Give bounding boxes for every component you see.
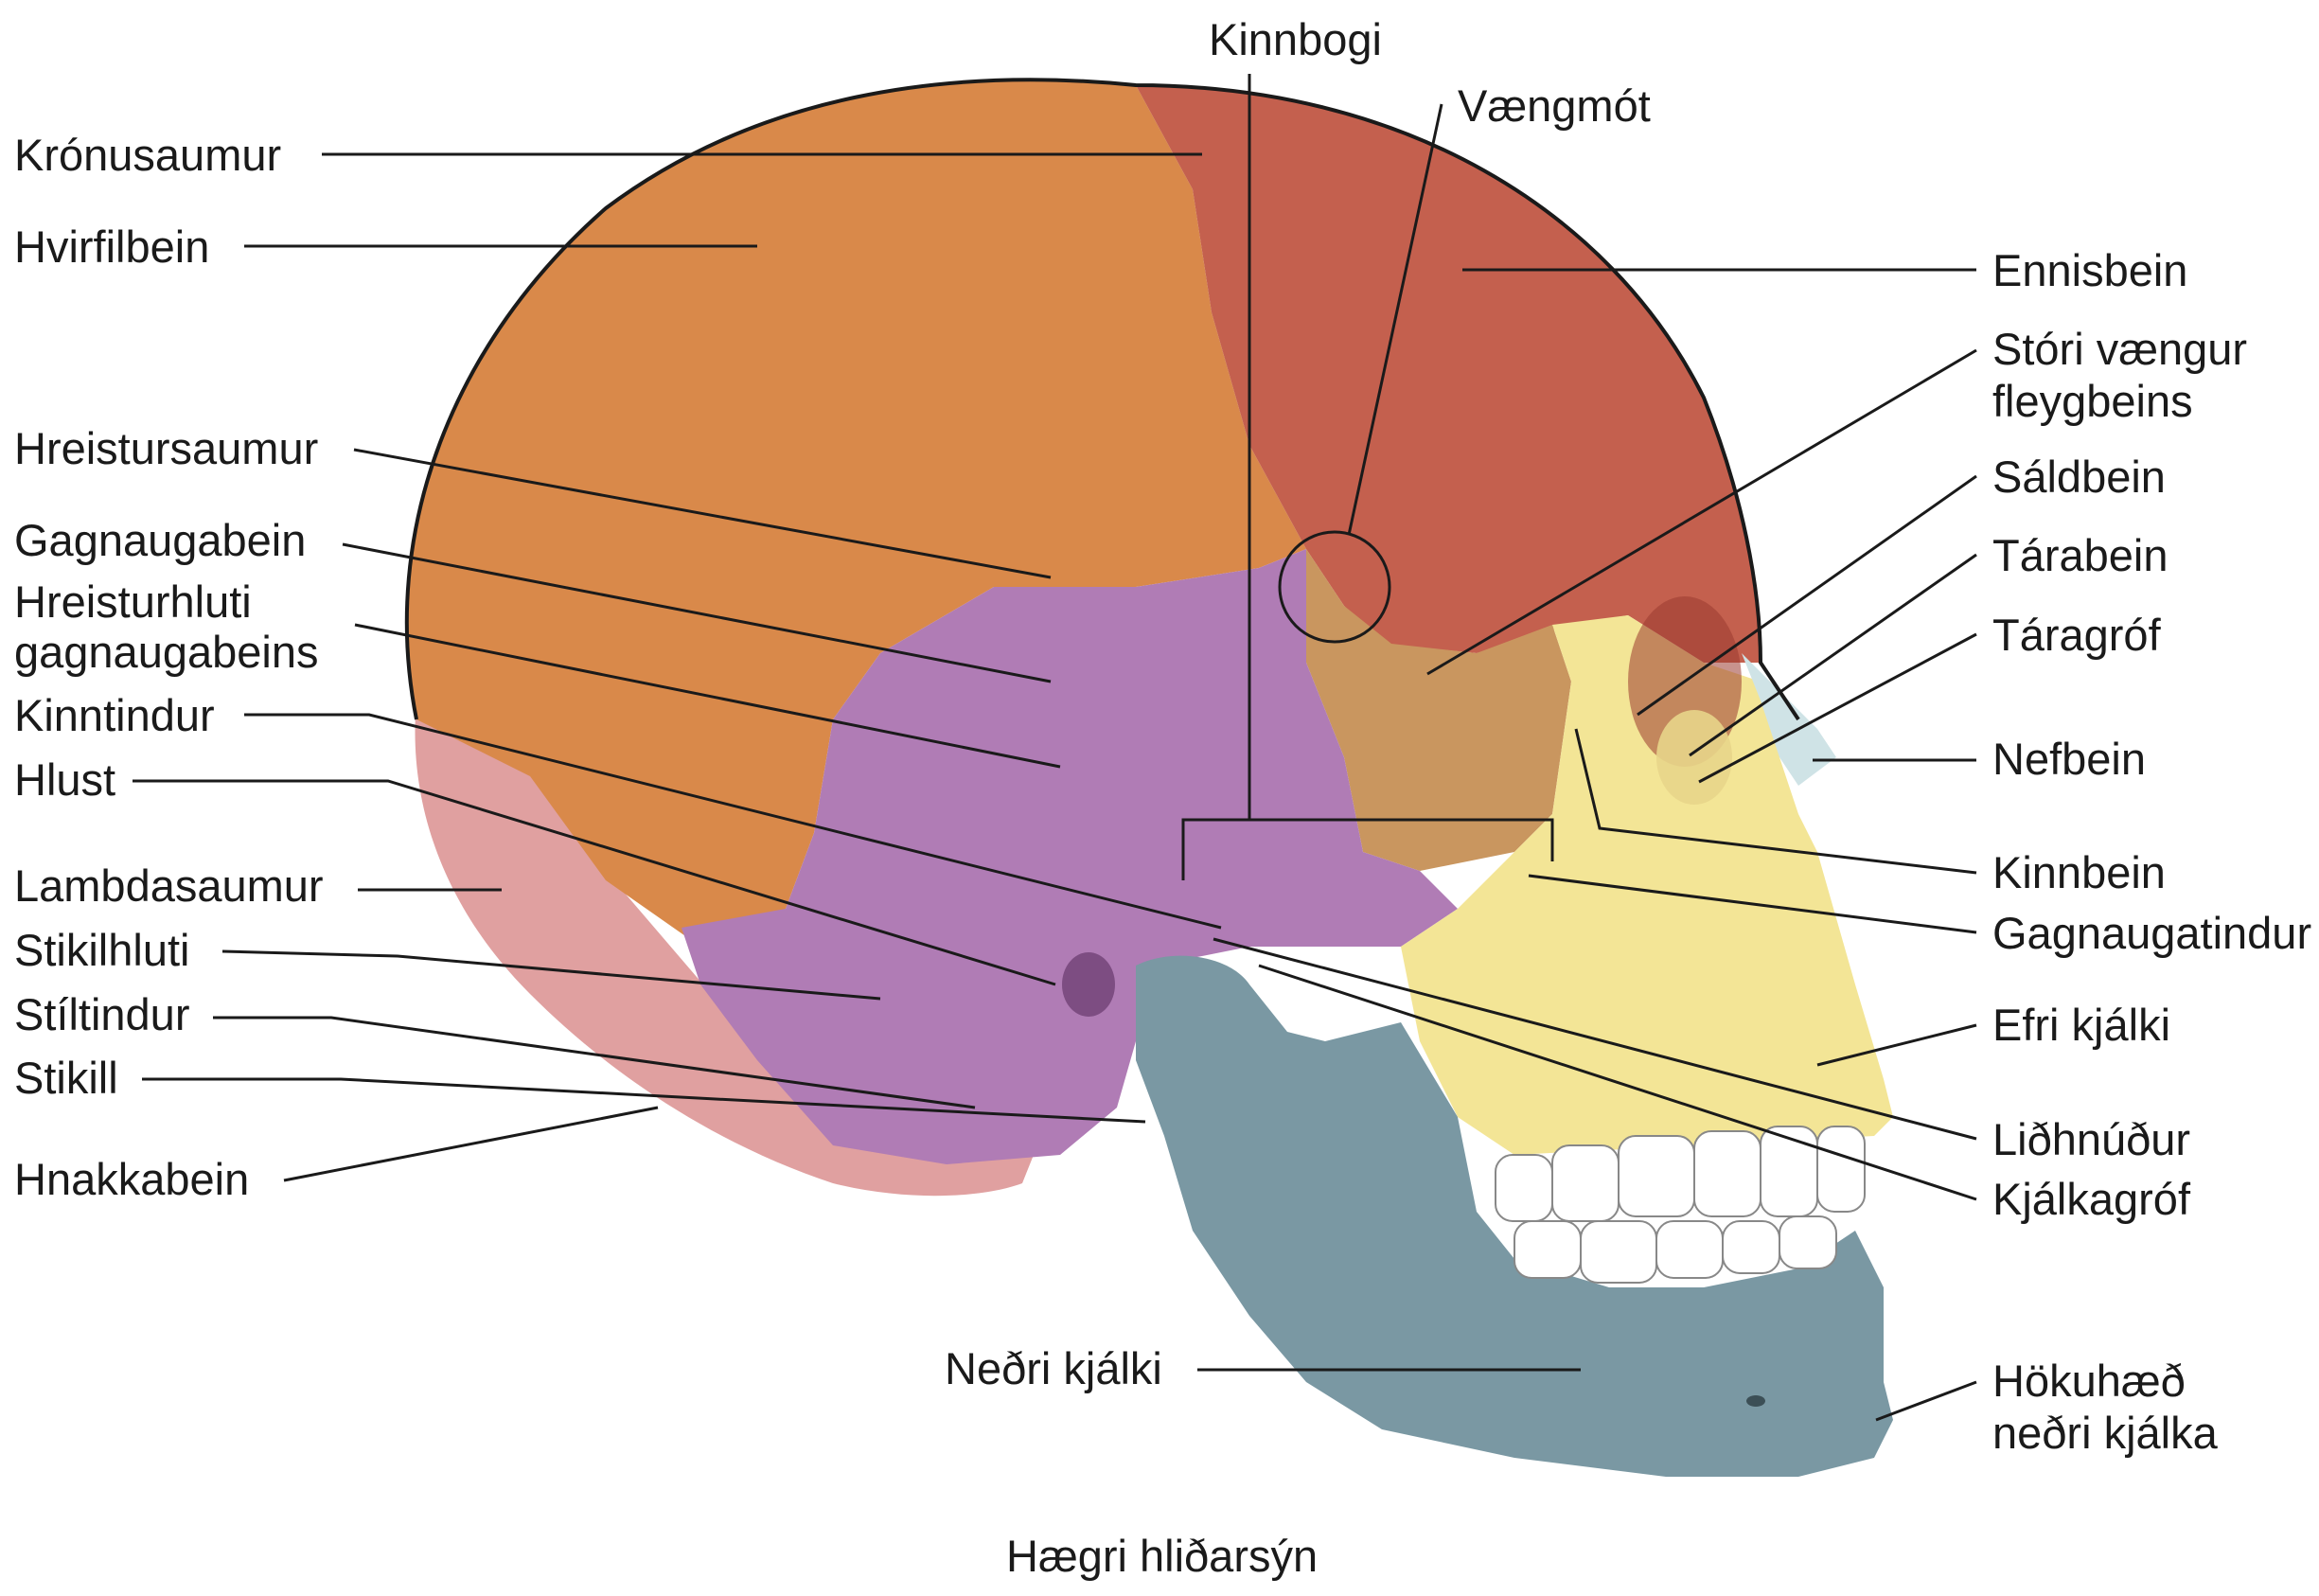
leader-taragrof <box>1698 632 1977 784</box>
leader-kinntindur <box>244 713 1222 930</box>
leader-hlust <box>133 779 1056 986</box>
label-hokuhaed-1: Hökuhæð <box>1992 1356 2186 1406</box>
leader-gagnaugatindur <box>1528 874 1977 934</box>
leader-kinnbein <box>1574 728 1977 875</box>
label-hokuhaed-2: neðri kjálka <box>1992 1408 2219 1458</box>
tooth <box>1760 1126 1818 1217</box>
labels: Kinnbogi Vængmót Krónusaumur Hvirfilbein… <box>14 14 2311 1581</box>
ear-canal <box>1062 952 1115 1017</box>
mental-foramen <box>1746 1395 1765 1407</box>
label-hlust: Hlust <box>14 754 115 805</box>
tooth <box>1779 1215 1837 1269</box>
label-efri-kjalki: Efri kjálki <box>1992 1000 2170 1050</box>
leader-stikill <box>142 1077 1146 1124</box>
label-lidhnudur: Liðhnúður <box>1992 1114 2190 1164</box>
leader-hokuhaed <box>1875 1380 1977 1422</box>
temporal-bone <box>682 549 1458 1164</box>
leader-hreistursaumur <box>353 448 1052 579</box>
leader-efri-kjalki <box>1816 1023 1977 1067</box>
teeth <box>1495 1126 1866 1284</box>
label-stori-vaengur-2: fleygbeins <box>1992 376 2193 426</box>
label-nedri-kjalki: Neðri kjálki <box>945 1343 1162 1393</box>
label-kinnbogi: Kinnbogi <box>1209 14 1382 64</box>
leader-kjalkagrof <box>1258 964 1977 1201</box>
label-saldbein: Sáldbein <box>1992 452 2166 502</box>
label-hreisturhluti-2: gagnaugabeins <box>14 627 318 677</box>
label-nefbein: Nefbein <box>1992 734 2146 784</box>
label-tarabein: Tárabein <box>1992 530 2169 580</box>
caption: Hægri hliðarsýn <box>1006 1531 1318 1581</box>
mandible-bone <box>1136 955 1893 1477</box>
tooth <box>1693 1130 1761 1217</box>
tooth <box>1655 1220 1724 1279</box>
label-gagnaugatindur: Gagnaugatindur <box>1992 908 2311 958</box>
parietal-bone <box>406 80 1306 947</box>
leader-stikilhluti <box>221 949 881 1001</box>
tooth <box>1495 1154 1553 1222</box>
label-kronusaumur: Krónusaumur <box>14 130 281 180</box>
label-hnakkabein: Hnakkabein <box>14 1154 249 1204</box>
leader-stiltindur <box>213 1016 976 1109</box>
label-vaengmot: Vængmót <box>1458 80 1651 131</box>
leader-kinnbogi-bracket <box>1249 818 1554 861</box>
leader-vaengmot <box>1347 103 1443 536</box>
label-stiltindur: Stíltindur <box>14 989 189 1039</box>
leader-kinnbogi <box>1181 74 1251 880</box>
tooth <box>1514 1220 1582 1279</box>
label-lambdasaumur: Lambdasaumur <box>14 860 324 911</box>
leader-hnakkabein <box>283 1106 659 1182</box>
skull-outline <box>404 78 1800 721</box>
leader-saldbein <box>1637 474 1977 717</box>
label-kinnbein: Kinnbein <box>1992 847 2166 897</box>
leader-lines <box>133 74 1977 1422</box>
label-taragrof: Táragróf <box>1992 610 2162 660</box>
leader-stori-vaengur <box>1426 348 1977 676</box>
tooth <box>1551 1144 1620 1222</box>
nasal-bone <box>1742 653 1836 786</box>
lacrimal-fossa <box>1656 710 1732 805</box>
label-ennisbein: Ennisbein <box>1992 245 2187 295</box>
frontal-bone <box>1136 85 1761 663</box>
tooth <box>1722 1220 1780 1274</box>
label-hreisturhluti-1: Hreisturhluti <box>14 576 252 627</box>
tooth <box>1580 1220 1657 1284</box>
label-hvirfilbein: Hvirfilbein <box>14 222 209 272</box>
leader-lidhnudur <box>1213 937 1977 1141</box>
label-stikilhluti: Stikilhluti <box>14 925 189 975</box>
tooth <box>1816 1126 1866 1213</box>
leader-gagnaugabein <box>342 542 1052 683</box>
label-hreistursaumur: Hreistursaumur <box>14 423 318 473</box>
pterion-circle <box>1278 530 1391 644</box>
leader-tarabein <box>1689 553 1977 757</box>
skull-illustration <box>404 78 1893 1477</box>
label-gagnaugabein: Gagnaugabein <box>14 515 306 565</box>
label-kjalkagrof: Kjálkagróf <box>1992 1174 2191 1224</box>
label-stikill: Stikill <box>14 1053 118 1103</box>
label-kinntindur: Kinntindur <box>14 690 215 740</box>
sphenoid-bone <box>1306 549 1571 871</box>
tooth <box>1618 1135 1695 1217</box>
label-stori-vaengur-1: Stóri vængur <box>1992 324 2247 374</box>
leader-hreisturhluti <box>354 623 1061 769</box>
